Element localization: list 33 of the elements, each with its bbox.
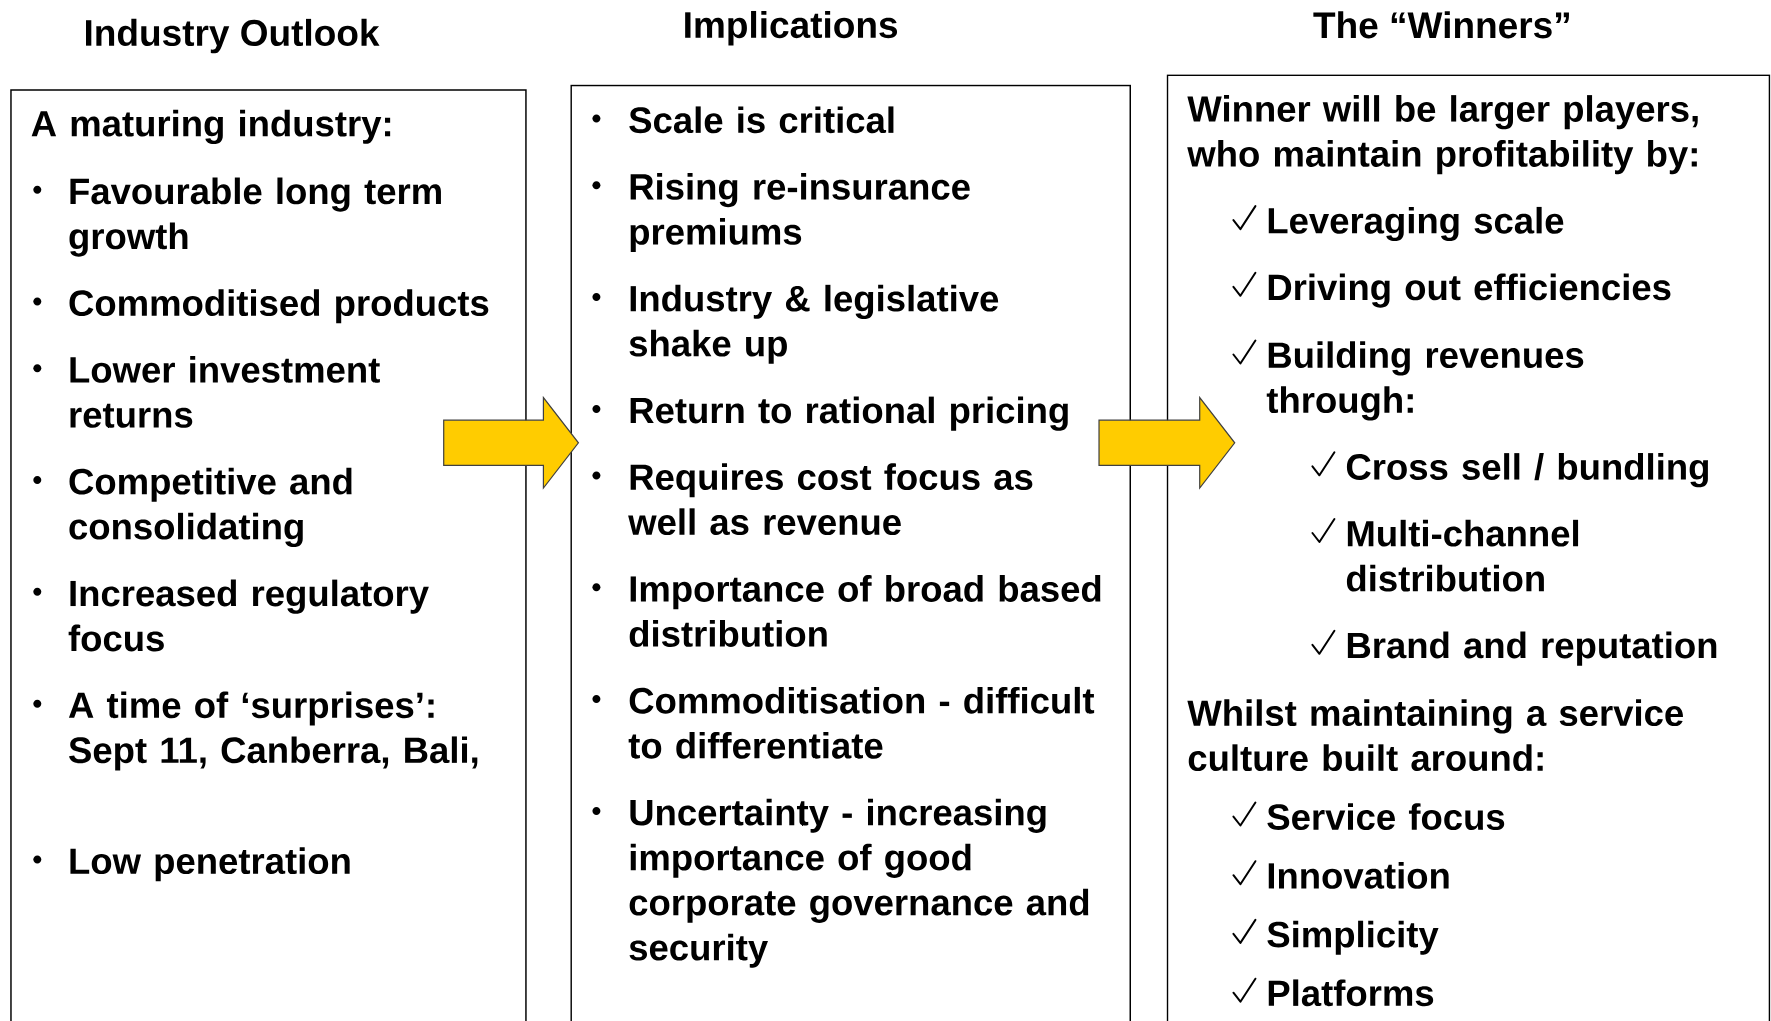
column-heading: Industry Outlook: [86, 18, 380, 54]
bullet-item: Uncertainty - increasing importance of good corporate governance and security: [592, 798, 1089, 968]
intro-text: Winner will be larger players, who maintain profitability by:: [1187, 95, 1698, 175]
bullet-item: Return to rational pricing: [592, 396, 1068, 431]
column-heading: The “Winners”: [1313, 11, 1569, 39]
bullet-item: Competitive and consolidating: [33, 467, 352, 547]
bullet-item: Scale is critical: [592, 106, 894, 134]
bullet-item: Lower investment returns: [33, 356, 380, 428]
bullet-item: Industry & legislative shake up: [592, 284, 999, 364]
column-heading: Implications: [685, 10, 898, 46]
block-arrow: [1098, 395, 1236, 490]
bullet-item: Requires cost focus as well as revenue: [592, 463, 1033, 536]
bullet-item: Importance of broad based distribution: [592, 575, 1101, 647]
bullet-item: Favourable long term growth: [33, 177, 441, 257]
bullet-item: Increased regulatory focus: [33, 579, 429, 652]
check-item: Building revenues through:: [1232, 339, 1584, 421]
bullet-item: Rising re-insurance premiums: [592, 173, 970, 253]
bullet-item: Commoditisation - difficult to differentiate: [592, 686, 1095, 759]
check-item: Multi-channel distribution: [1311, 518, 1579, 592]
block-arrow: [443, 395, 580, 490]
intro-text: A maturing industry:: [31, 109, 391, 144]
bullet-item: A time of ‘surprises’: Sept 11, Canberra, Bali,: [33, 691, 478, 771]
check-item: Brand and reputation: [1311, 629, 1717, 666]
check-item: Cross sell / bundling: [1311, 451, 1708, 488]
intro-text: Whilst maintaining a service culture built around:: [1187, 699, 1683, 772]
check-item: Platforms: [1232, 977, 1434, 1007]
check-item: Leveraging scale: [1232, 205, 1564, 242]
check-item: Simplicity: [1232, 918, 1439, 955]
bullet-item: Commoditised products: [33, 289, 489, 324]
check-item: Innovation: [1232, 860, 1449, 889]
bullet-item: Low penetration: [33, 847, 350, 882]
check-item: Driving out efficiencies: [1232, 271, 1671, 308]
check-item: Service focus: [1232, 801, 1505, 830]
